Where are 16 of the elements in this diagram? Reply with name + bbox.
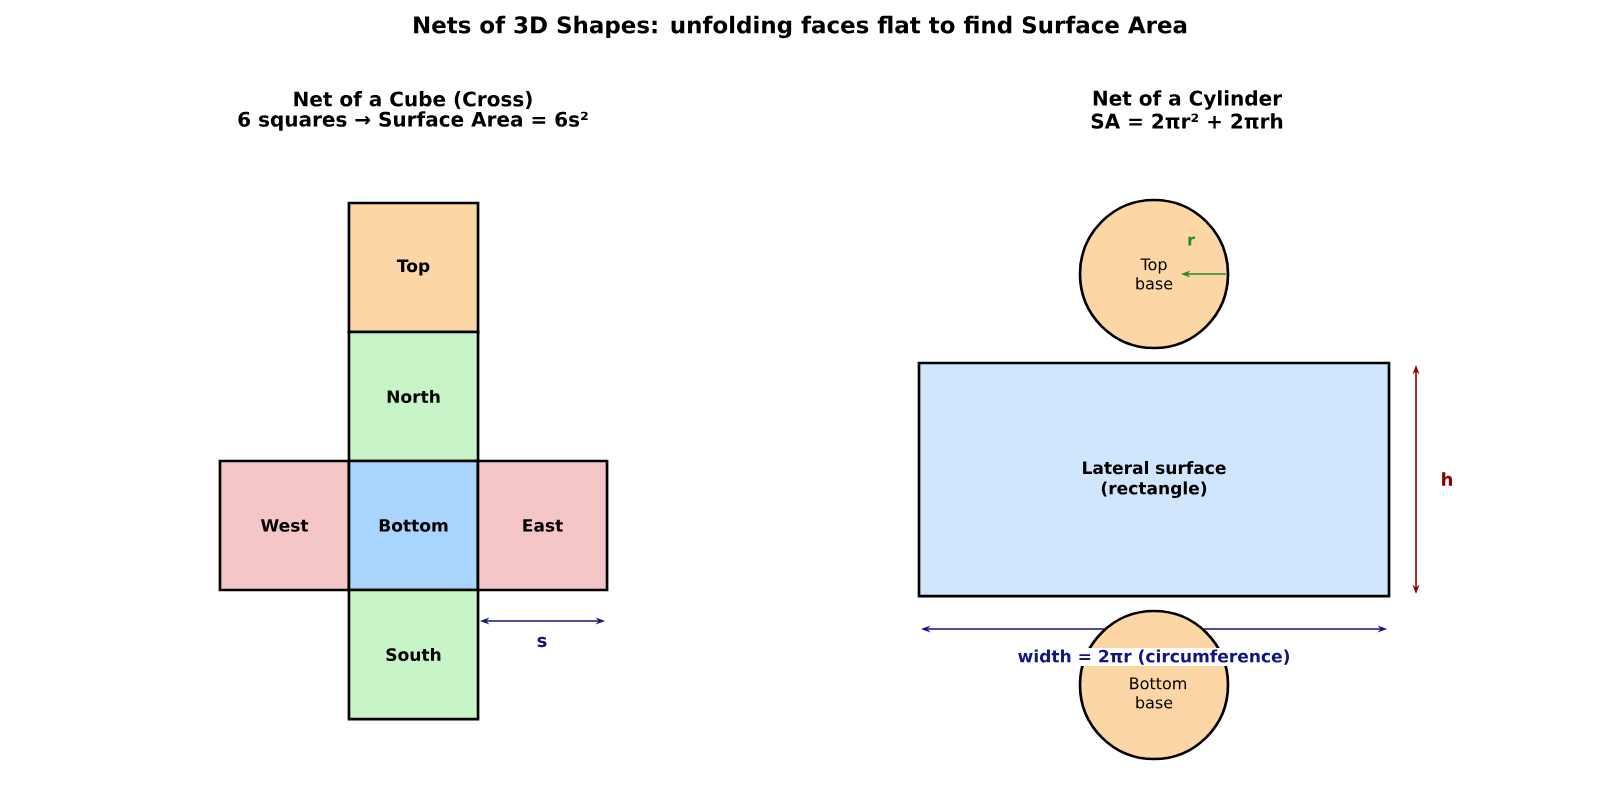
face-square: West — [218, 459, 351, 592]
title: Nets of 3D Shapes: unfolding faces flat to find Surface Area — [414, 15, 1187, 39]
radius-label: r — [1188, 236, 1195, 246]
face-square: Bottom — [347, 459, 480, 592]
panel-heading: SA = 2πr² + 2πrh — [1091, 113, 1283, 129]
panel-heading: Net of a Cube (Cross) — [294, 91, 532, 109]
panel-heading: Net of a Cylinder — [1093, 90, 1282, 110]
face-square: North — [347, 330, 480, 463]
face-square: East — [476, 459, 609, 592]
dimension-label: width = 2πr (circumference) — [1016, 648, 1292, 666]
dimension-label: h — [1442, 472, 1453, 486]
dimension-label: s — [537, 636, 547, 648]
face-square: South — [347, 588, 480, 721]
face-square: Top — [347, 201, 480, 334]
lateral-rectangle: Lateral surface (rectangle) — [917, 361, 1391, 598]
panel-heading: 6 squares → Surface Area = 6s² — [238, 111, 588, 131]
